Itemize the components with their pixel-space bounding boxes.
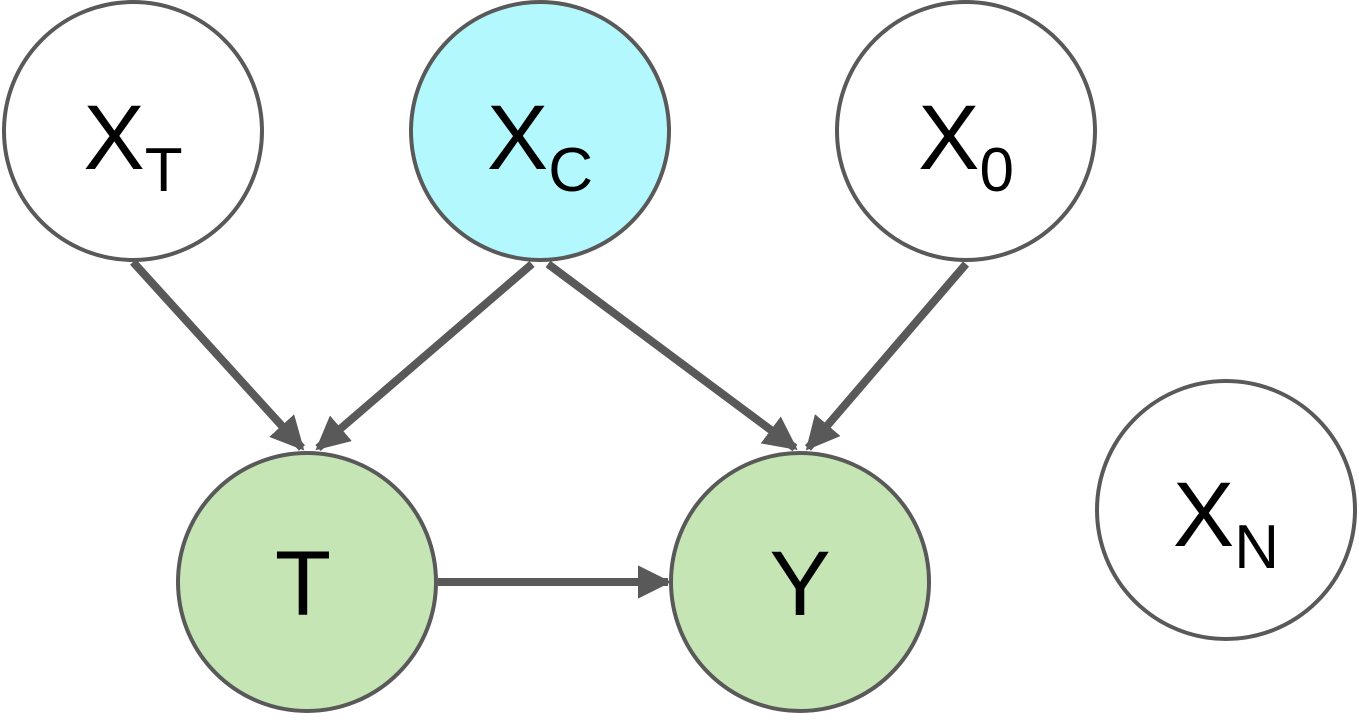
node-xo-circle: [835, 0, 1097, 262]
node-xt: XT: [2, 0, 264, 262]
node-xn: XN: [1095, 379, 1357, 641]
edge-xo-to-y: [804, 261, 970, 451]
node-xt-circle: [2, 0, 264, 262]
node-t-label: T: [275, 533, 331, 635]
node-xn-label: XN: [1173, 464, 1279, 582]
node-xc-label: XC: [487, 87, 593, 205]
node-xn-circle: [1095, 379, 1357, 641]
node-xo: X0: [835, 0, 1097, 262]
node-xt-label: XT: [83, 87, 182, 205]
edge-xc-to-y: [545, 260, 798, 452]
node-y: Y: [669, 451, 931, 713]
node-y-circle: [669, 451, 931, 713]
edge-xt-to-t: [130, 259, 305, 451]
node-t-circle: [176, 451, 438, 713]
node-xo-label: X0: [918, 87, 1014, 205]
node-xc-circle: [409, 0, 671, 262]
edges-layer: [130, 259, 970, 599]
edge-xc-to-t: [315, 260, 535, 452]
node-t: T: [176, 451, 438, 713]
node-y-label: Y: [769, 533, 830, 635]
node-xc: XC: [409, 0, 671, 262]
